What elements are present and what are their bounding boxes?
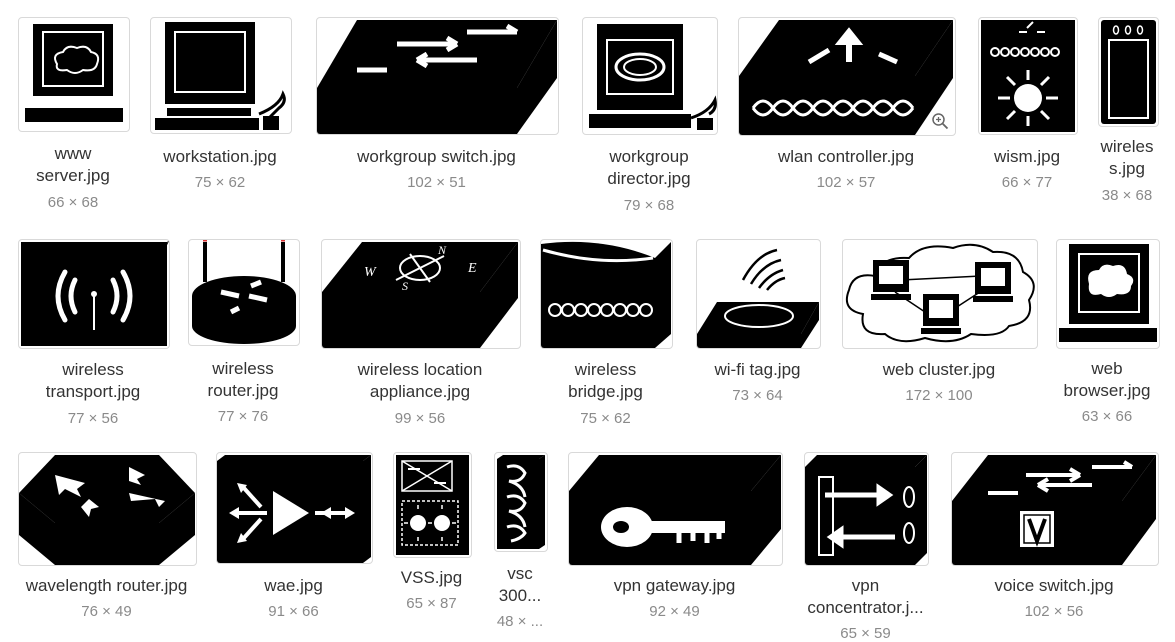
item-dimensions: 75 × 62 [580,410,631,427]
item-name: vsc [507,564,533,583]
workstation-icon [150,17,292,134]
item-name: VSS.jpg [400,568,463,587]
item-name: web cluster.jpg [882,360,996,379]
item-name: wireless [62,360,124,379]
item-dimensions: 92 × 49 [649,603,700,620]
wireless-location-appliance-icon: W E N S [321,239,521,349]
workgroup-switch-icon [316,17,559,135]
svg-text:S: S [402,279,408,293]
item-dimensions: 91 × 66 [268,603,319,620]
item-dimensions: 102 × 56 [1024,603,1084,620]
item-name: server.jpg [36,166,110,185]
item-name: director.jpg [607,169,691,188]
vss-icon [393,452,472,558]
zoom-in-icon[interactable] [931,112,949,130]
item-dimensions: 66 × 77 [1001,174,1053,191]
vsc-3000-icon [494,452,548,552]
voice-switch-icon [951,452,1159,566]
item-dimensions: 172 × 100 [905,387,973,404]
wlan-controller-icon [738,17,956,136]
vpn-concentrator-icon [804,452,929,566]
item-name: wireless [574,360,637,379]
wism-icon [978,17,1078,135]
item-name: concentrator.j... [807,598,924,617]
item-dimensions: 73 × 64 [732,387,783,404]
item-dimensions: 99 × 56 [394,410,446,427]
web-cluster-icon [842,239,1038,349]
item-name: vpn [851,576,880,595]
item-name: workstation.jpg [163,147,277,166]
item-dimensions: 76 × 49 [81,603,132,620]
wireless-transport-icon [18,239,170,349]
item-name: vpn gateway.jpg [613,576,736,595]
item-dimensions: 65 × 87 [406,595,457,612]
item-dimensions: 66 × 68 [47,194,99,211]
item-name: browser.jpg [1063,381,1151,400]
workgroup-director-icon [582,17,718,135]
wavelength-router-icon [18,452,197,566]
item-dimensions: 65 × 59 [840,625,891,642]
item-name: wae.jpg [264,576,323,595]
web-browser-icon [1056,239,1160,349]
www-server-icon [18,17,130,132]
item-name: 300... [498,586,542,605]
item-name: workgroup switch.jpg [357,147,516,166]
item-name: workgroup [609,147,689,166]
item-name: web [1091,359,1123,378]
item-dimensions: 102 × 51 [407,174,466,191]
item-name: transport.jpg [45,382,141,401]
item-name: wlan controller.jpg [777,147,915,166]
item-dimensions: 77 × 56 [67,410,119,427]
item-name: www [54,144,92,163]
item-dimensions: 102 × 57 [816,174,876,191]
svg-text:W: W [364,265,377,280]
item-name: wireless location [357,360,483,379]
item-dimensions: 48 × ... [496,613,544,630]
item-name: wi-fi tag.jpg [714,360,801,379]
item-name: wism.jpg [993,147,1061,166]
item-dimensions: 38 × 68 [1101,187,1153,204]
item-name: router.jpg [207,381,279,400]
item-name: wireless [212,359,274,378]
item-name: bridge.jpg [568,382,643,401]
vpn-gateway-icon [568,452,783,566]
svg-text:N: N [437,243,447,257]
wireless-icon [1098,17,1159,127]
wireless-router-icon [188,239,300,346]
item-dimensions: 77 × 76 [217,408,269,425]
wae-icon [216,452,373,564]
wifi-tag-icon [696,239,821,349]
item-name: s.jpg [1109,159,1145,178]
svg-text:E: E [467,261,477,276]
item-dimensions: 79 × 68 [623,197,675,214]
item-name: appliance.jpg [369,382,471,401]
item-dimensions: 63 × 66 [1081,408,1133,425]
item-name: wireles [1100,137,1154,156]
item-name: voice switch.jpg [994,576,1114,595]
item-name: wavelength router.jpg [25,576,188,595]
wireless-bridge-icon [540,239,673,349]
item-dimensions: 75 × 62 [194,174,246,191]
